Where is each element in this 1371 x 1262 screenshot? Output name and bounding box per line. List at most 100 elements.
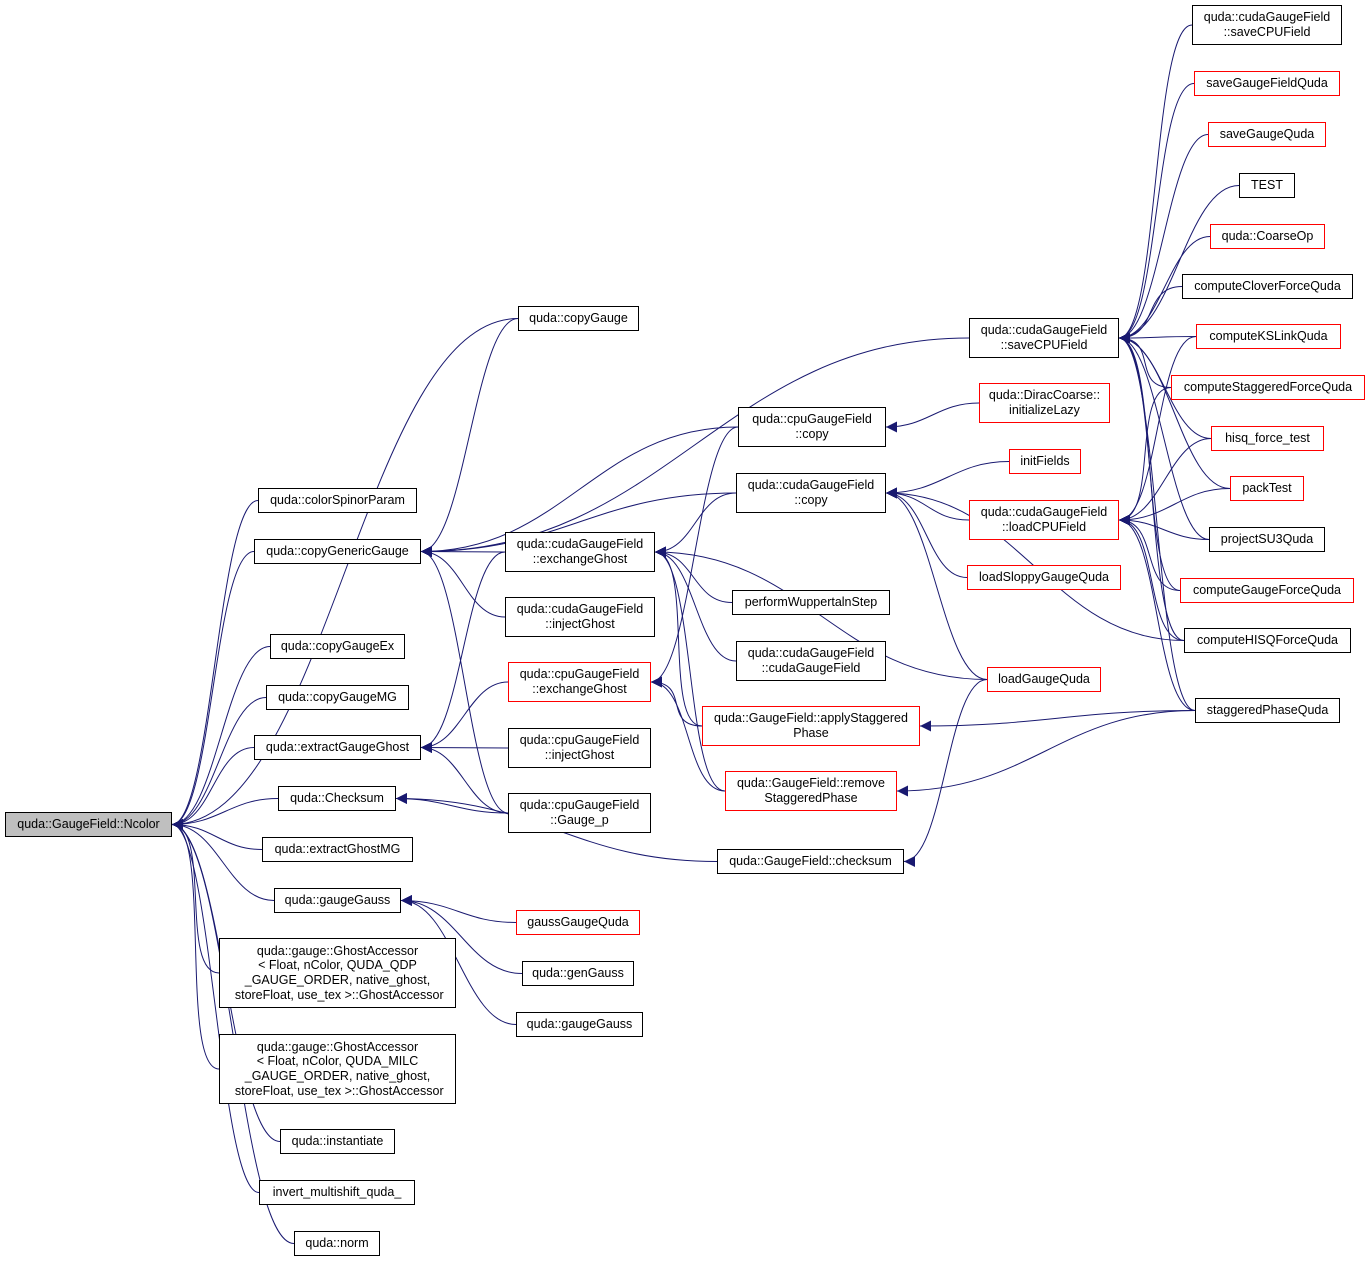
node-label: quda::cudaGaugeField ::copy (747, 478, 875, 507)
edge-copyGenericGauge-cpuGaugeP (420, 546, 509, 814)
node-cpuGaugeP[interactable]: quda::cpuGaugeField ::Gauge_p (508, 793, 651, 833)
node-label: quda::gauge::GhostAccessor < Float, nCol… (234, 1039, 444, 1098)
node-instantiate[interactable]: quda::instantiate (280, 1129, 395, 1154)
node-saveGaugeFieldQuda[interactable]: saveGaugeFieldQuda (1194, 71, 1340, 96)
node-copyGauge[interactable]: quda::copyGauge (518, 306, 639, 331)
node-removeStag[interactable]: quda::GaugeField::remove StaggeredPhase (725, 771, 897, 811)
edge-cudaSaveCPU-ksLink (1118, 332, 1197, 344)
node-saveGaugeQuda[interactable]: saveGaugeQuda (1208, 122, 1326, 147)
node-packTest[interactable]: packTest (1230, 476, 1304, 501)
node-cudaInjGhost[interactable]: quda::cudaGaugeField ::injectGhost (505, 597, 655, 637)
edge-cudaExGhost-cudaCtor (654, 546, 737, 662)
node-label: quda::extractGhostMG (274, 842, 401, 857)
node-norm[interactable]: quda::norm (294, 1231, 380, 1256)
node-label: quda::GaugeField::remove StaggeredPhase (736, 776, 885, 805)
node-gfChecksum[interactable]: quda::GaugeField::checksum (717, 849, 904, 874)
node-copyGenericGauge[interactable]: quda::copyGenericGauge (254, 539, 421, 564)
node-diracInit[interactable]: quda::DiracCoarse:: initializeLazy (979, 383, 1110, 423)
node-stagPhase[interactable]: staggeredPhaseQuda (1195, 698, 1340, 723)
edge-root-invertMulti (171, 819, 260, 1193)
node-label: quda::CoarseOp (1221, 229, 1314, 244)
node-ksLink[interactable]: computeKSLinkQuda (1196, 324, 1341, 349)
node-cudaExGhost[interactable]: quda::cudaGaugeField ::exchangeGhost (505, 532, 655, 572)
node-coarseOp[interactable]: quda::CoarseOp (1210, 224, 1325, 249)
edge-cudaSaveCPU-coarseOp (1118, 236, 1211, 344)
node-hisqTest[interactable]: hisq_force_test (1211, 426, 1324, 451)
edge-cudaLoadCPU-ksLink (1118, 336, 1197, 526)
node-label: loadSloppyGaugeQuda (979, 570, 1109, 585)
node-wuppertal[interactable]: performWuppertalnStep (732, 590, 890, 615)
node-copyGaugeMG[interactable]: quda::copyGaugeMG (266, 685, 409, 710)
edge-cpuExGhost-cpuCopy (650, 426, 739, 688)
edge-copyGenericGauge-copyGauge (420, 318, 519, 557)
node-cudaSaveCPU[interactable]: quda::cudaGaugeField ::saveCPUField (969, 318, 1119, 358)
node-TEST[interactable]: TEST (1239, 173, 1295, 198)
node-label: quda::cudaGaugeField ::injectGhost (516, 602, 644, 631)
node-label: TEST (1251, 178, 1283, 193)
node-initFields[interactable]: initFields (1009, 449, 1081, 474)
node-label: quda::cudaGaugeField ::exchangeGhost (516, 537, 644, 566)
edge-root-copyGaugeMG (171, 697, 267, 830)
edge-copyGenericGauge-cudaSaveCPU (420, 337, 970, 557)
edge-cudaSaveCPU-saveCPUField2 (1118, 24, 1193, 344)
edge-copyGenericGauge-cudaCopy (420, 492, 737, 557)
node-gaugeGaussFn[interactable]: quda::gaugeGauss (274, 888, 401, 913)
node-label: quda::copyGenericGauge (266, 544, 409, 559)
edge-root-extractGhostMG (171, 819, 263, 850)
edge-checksumFn-cpuGaugeP (395, 793, 509, 814)
edge-cpuCopy-diracInit (885, 402, 980, 433)
node-genGauss[interactable]: quda::genGauss (522, 961, 634, 986)
node-label: quda::cpuGaugeField ::Gauge_p (519, 798, 640, 827)
node-invertMulti[interactable]: invert_multishift_quda_ (259, 1180, 415, 1205)
edge-cudaLoadCPU-packTest (1118, 488, 1231, 526)
node-extractGaugeGhost[interactable]: quda::extractGaugeGhost (254, 735, 421, 760)
node-cpuInjGhost[interactable]: quda::cpuGaugeField ::injectGhost (508, 728, 651, 768)
node-label: quda::cudaGaugeField ::saveCPUField (1203, 10, 1331, 39)
edge-cudaSaveCPU-stagForce (1118, 332, 1172, 388)
edge-cudaExGhost-removeStag (654, 546, 726, 792)
edge-gaugeGaussFn-genGauss (400, 895, 523, 974)
edge-cudaExGhost-wuppertal (654, 546, 733, 603)
node-colorSpinorParam[interactable]: quda::colorSpinorParam (258, 488, 417, 513)
node-cpuExGhost[interactable]: quda::cpuGaugeField ::exchangeGhost (508, 662, 651, 702)
edge-cudaSaveCPU-packTest (1118, 332, 1231, 489)
node-hisqForce[interactable]: computeHISQForceQuda (1184, 628, 1351, 653)
node-ghostQDP[interactable]: quda::gauge::GhostAccessor < Float, nCol… (219, 938, 456, 1008)
node-saveCPUField2[interactable]: quda::cudaGaugeField ::saveCPUField (1192, 5, 1342, 45)
node-extractGhostMG[interactable]: quda::extractGhostMG (262, 837, 413, 862)
node-label: saveGaugeFieldQuda (1206, 76, 1328, 91)
node-root: quda::GaugeField::Ncolor (5, 812, 172, 837)
edge-extractGaugeGhost-cpuInjGhost (420, 742, 509, 754)
node-applyStag[interactable]: quda::GaugeField::applyStaggered Phase (702, 706, 920, 746)
node-cloverForce[interactable]: computeCloverForceQuda (1182, 274, 1353, 299)
node-gaugeGauss2[interactable]: quda::gaugeGauss (516, 1012, 643, 1037)
node-label: quda::cudaGaugeField ::loadCPUField (980, 505, 1108, 534)
node-label: staggeredPhaseQuda (1206, 703, 1329, 718)
node-loadSloppy[interactable]: loadSloppyGaugeQuda (967, 565, 1121, 590)
node-loadGauge[interactable]: loadGaugeQuda (987, 667, 1101, 692)
node-cpuCopy[interactable]: quda::cpuGaugeField ::copy (738, 407, 886, 447)
node-label: quda::genGauss (532, 966, 624, 981)
node-label: quda::copyGaugeMG (278, 690, 397, 705)
edge-cudaCopy-initFields (885, 461, 1010, 499)
node-gaussGaugeQuda[interactable]: gaussGaugeQuda (516, 910, 640, 935)
edge-cpuExGhost-removeStag (650, 676, 726, 792)
edge-cudaSaveCPU-hisqForce (1118, 332, 1185, 641)
node-cudaCopy[interactable]: quda::cudaGaugeField ::copy (736, 473, 886, 513)
node-projectSU3[interactable]: projectSU3Quda (1209, 527, 1325, 552)
node-cudaLoadCPU[interactable]: quda::cudaGaugeField ::loadCPUField (969, 500, 1119, 540)
node-ghostMILC[interactable]: quda::gauge::GhostAccessor < Float, nCol… (219, 1034, 456, 1104)
node-copyGaugeEx[interactable]: quda::copyGaugeEx (270, 634, 405, 659)
node-checksumFn[interactable]: quda::Checksum (278, 786, 396, 811)
edge-cudaSaveCPU-projectSU3 (1118, 332, 1210, 540)
node-cudaCtor[interactable]: quda::cudaGaugeField ::cudaGaugeField (736, 641, 886, 681)
node-label: quda::cudaGaugeField ::saveCPUField (980, 323, 1108, 352)
node-stagForce[interactable]: computeStaggeredForceQuda (1171, 375, 1365, 400)
edge-cudaLoadCPU-hisqTest (1118, 438, 1212, 526)
node-label: quda::colorSpinorParam (270, 493, 405, 508)
edge-gaugeGaussFn-gaussGaugeQuda (400, 895, 517, 923)
node-label: performWuppertalnStep (744, 595, 878, 610)
node-gaugeForce[interactable]: computeGaugeForceQuda (1180, 578, 1354, 603)
node-label: quda::GaugeField::checksum (729, 854, 892, 869)
edge-cudaCopy-loadSloppy (885, 487, 968, 578)
